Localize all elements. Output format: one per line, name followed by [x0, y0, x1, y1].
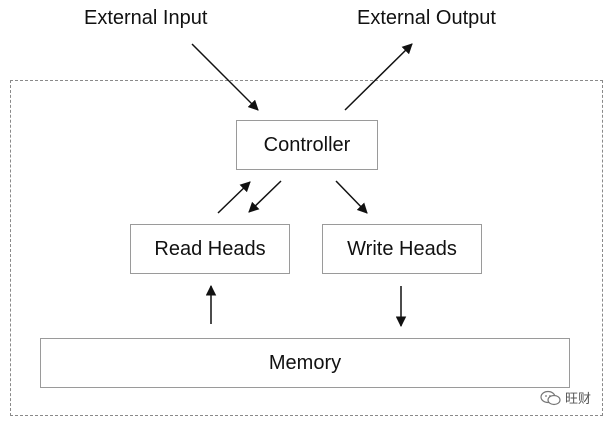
write-heads-label: Write Heads — [347, 237, 457, 260]
controller-label: Controller — [263, 133, 351, 156]
memory-node: Memory — [40, 338, 570, 388]
arrow-read-heads-to-controller — [217, 181, 251, 214]
memory-label: Memory — [268, 351, 342, 374]
read-heads-node: Read Heads — [130, 224, 290, 274]
arrow-controller-to-output — [344, 43, 413, 111]
arrow-controller-to-read-heads — [248, 180, 282, 213]
watermark-text: 旺财 — [565, 391, 592, 406]
write-heads-node: Write Heads — [322, 224, 482, 274]
arrow-input-to-controller — [191, 43, 259, 111]
controller-node: Controller — [236, 120, 378, 170]
external-output-label: External Output — [357, 7, 496, 29]
watermark: 旺财 — [540, 388, 591, 407]
system-boundary — [10, 80, 603, 416]
external-input-label: External Input — [84, 7, 208, 29]
wechat-icon — [540, 390, 561, 405]
read-heads-label: Read Heads — [154, 237, 266, 260]
arrow-controller-to-write-heads — [335, 180, 368, 214]
